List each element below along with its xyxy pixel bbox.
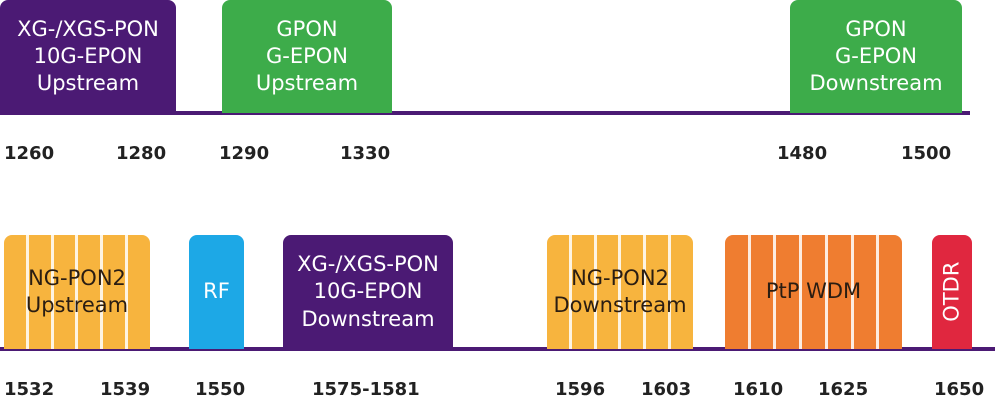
tick-label: 1575-1581 (312, 379, 420, 400)
band-gpon-downstream: GPON G-EPON Downstream (790, 0, 962, 113)
tick-label: 1480 (777, 143, 828, 164)
axis-line-row-2 (0, 347, 995, 351)
axis-line-row-1 (0, 111, 970, 115)
tick-label: 1596 (555, 379, 606, 400)
band-label: OTDR (939, 261, 964, 323)
tick-label: 1280 (116, 143, 167, 164)
band-label: XG-/XGS-PON 10G-EPON Downstream (297, 252, 439, 331)
band-stripes (725, 235, 902, 349)
band-xgs-pon-upstream: XG-/XGS-PON 10G-EPON Upstream (0, 0, 176, 113)
band-label: NG-PON2 Upstream (25, 265, 129, 317)
tick-label: 1650 (934, 379, 985, 400)
tick-label: 1539 (100, 379, 151, 400)
tick-label: 1290 (219, 143, 270, 164)
tick-label: 1532 (4, 379, 55, 400)
band-label: PtP WDM (765, 279, 862, 304)
tick-label: 1625 (818, 379, 869, 400)
band-stripes (547, 235, 693, 349)
tick-label: 1330 (340, 143, 391, 164)
tick-label: 1500 (901, 143, 952, 164)
tick-label: 1550 (195, 379, 246, 400)
band-rf: RF (189, 235, 244, 349)
band-xgs-pon-downstream: XG-/XGS-PON 10G-EPON Downstream (283, 235, 453, 349)
band-ptp-wdm: PtP WDM (725, 235, 902, 349)
tick-label: 1603 (641, 379, 692, 400)
band-otdr: OTDR (932, 235, 972, 349)
band-stripes (4, 235, 150, 349)
band-label: GPON G-EPON Upstream (255, 16, 359, 96)
band-label: RF (203, 279, 230, 304)
band-label: GPON G-EPON Downstream (809, 16, 943, 96)
band-ng-pon2-upstream: NG-PON2 Upstream (4, 235, 150, 349)
band-ng-pon2-downstream: NG-PON2 Downstream (547, 235, 693, 349)
tick-label: 1260 (4, 143, 55, 164)
band-label: XG-/XGS-PON 10G-EPON Upstream (17, 16, 159, 96)
band-label: NG-PON2 Downstream (553, 265, 687, 317)
tick-label: 1610 (733, 379, 784, 400)
band-gpon-upstream: GPON G-EPON Upstream (222, 0, 392, 113)
